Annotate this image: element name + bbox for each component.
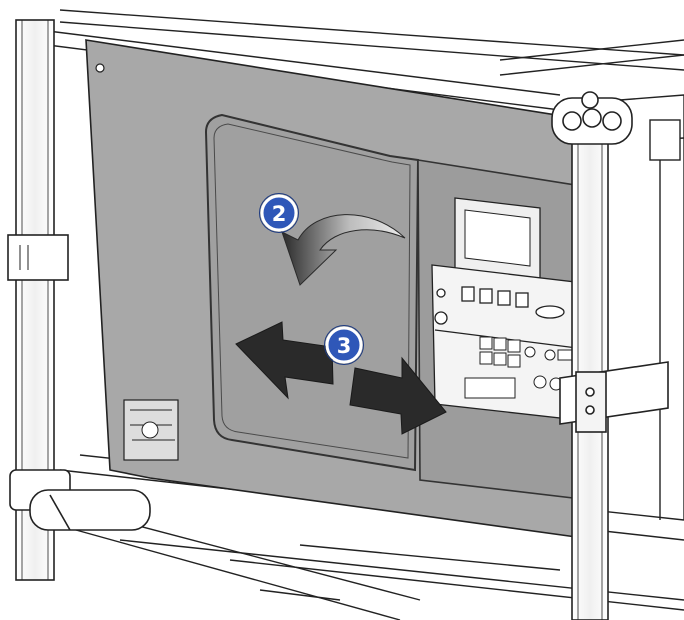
top-joint: [551, 91, 633, 145]
mid-clamp: [559, 361, 669, 433]
step-2-group: 2: [259, 193, 406, 286]
right-arrow-icon: [349, 356, 447, 435]
step-2-label: 2: [272, 202, 287, 226]
step-3-label: 3: [337, 334, 352, 358]
step-3-badge: 3: [324, 325, 364, 365]
step-3-group: 3: [235, 321, 447, 435]
left-arrow-icon: [235, 321, 334, 400]
right-frame-pipe: [551, 91, 669, 620]
left-frame-pipe: [7, 19, 151, 581]
step-2-badge: 2: [259, 193, 299, 233]
lower-ports: [464, 336, 573, 399]
port-row: [434, 286, 565, 325]
control-panel: [431, 197, 579, 421]
